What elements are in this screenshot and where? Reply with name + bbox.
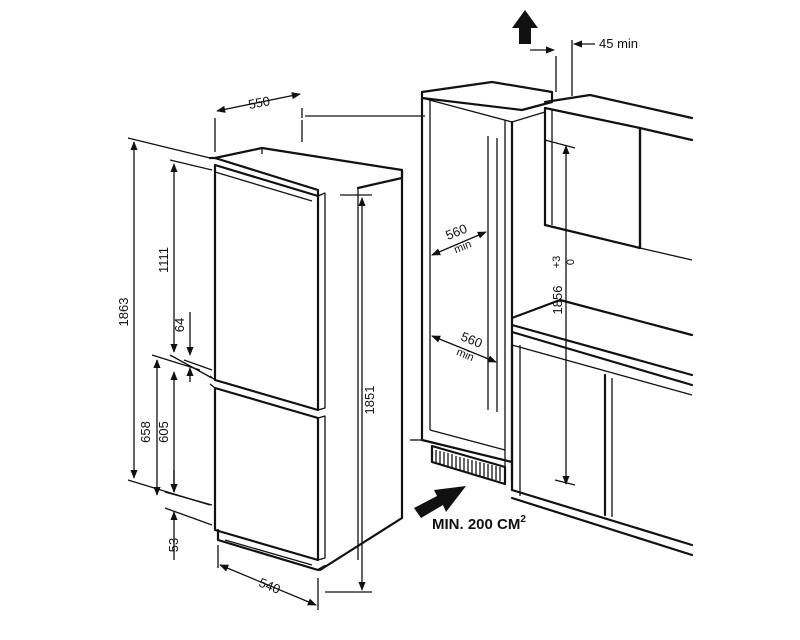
airflow-out-arrow-icon bbox=[512, 10, 538, 44]
label-lower-inner: 605 bbox=[156, 421, 171, 443]
label-niche-tol-plus: +3 bbox=[551, 256, 563, 269]
dim-niche-width-upper: 560 min bbox=[431, 221, 487, 256]
label-niche-tol-zero: 0 bbox=[565, 259, 577, 265]
dim-total-height: 1863 bbox=[116, 137, 211, 506]
fridge-appliance bbox=[208, 120, 404, 572]
label-base: 53 bbox=[166, 538, 181, 552]
label-niche-width-lower-unit: min bbox=[455, 346, 476, 364]
label-gap: 64 bbox=[172, 318, 187, 332]
kitchen-niche bbox=[410, 80, 554, 486]
dim-upper-door: 1111 bbox=[156, 159, 213, 379]
airflow-in-arrow-icon bbox=[414, 486, 466, 518]
dim-niche-width-lower: 560 min bbox=[431, 329, 497, 364]
dim-niche-height: 1856 +3 0 bbox=[544, 139, 577, 486]
label-niche-width-upper-unit: min bbox=[452, 238, 473, 256]
dim-vent-gap: 45 min bbox=[530, 36, 638, 96]
lower-door bbox=[213, 386, 320, 562]
dim-lower-inner: 605 bbox=[156, 371, 178, 493]
label-total-height: 1863 bbox=[116, 298, 131, 327]
label-bottom-depth: 540 bbox=[257, 575, 283, 597]
dim-gap: 64 bbox=[172, 312, 213, 382]
label-niche-height: 1856 bbox=[550, 286, 565, 315]
dim-lower-outer: 658 bbox=[138, 354, 201, 496]
label-vent-gap: 45 min bbox=[599, 36, 638, 51]
dim-top-depth: 550 bbox=[214, 92, 303, 152]
upper-wall-cabinets bbox=[543, 93, 694, 261]
upper-door bbox=[213, 163, 320, 412]
label-top-depth: 550 bbox=[247, 93, 271, 112]
plinth bbox=[216, 528, 327, 572]
label-lower-outer: 658 bbox=[138, 421, 153, 443]
label-body-height: 1851 bbox=[362, 386, 377, 415]
dim-base: 53 bbox=[164, 470, 213, 560]
dim-body-height: 1851 bbox=[325, 194, 377, 593]
ventilation-grille bbox=[430, 444, 507, 486]
label-upper-door: 1111 bbox=[156, 247, 171, 273]
lower-cabinets bbox=[510, 298, 694, 557]
ventilation-label: MIN. 200 CM2 bbox=[432, 514, 526, 533]
